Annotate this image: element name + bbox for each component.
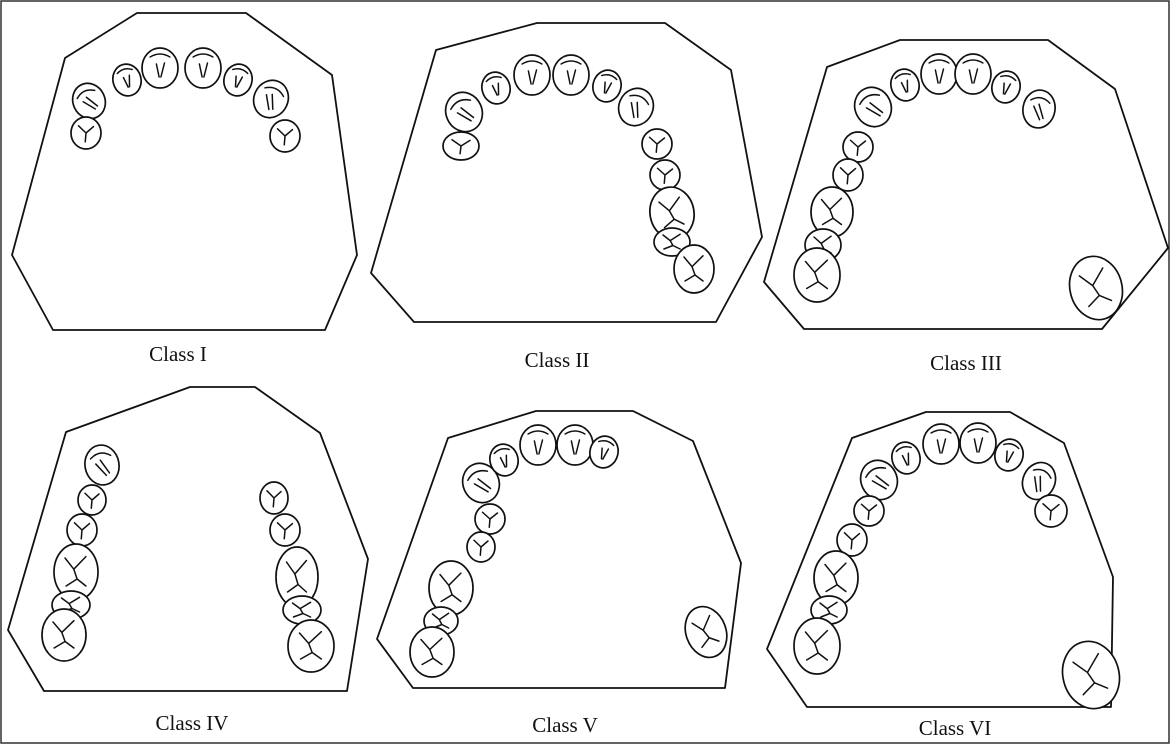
tooth-incisor bbox=[489, 443, 519, 477]
tooth-incisor bbox=[141, 47, 179, 89]
tooth-incisor bbox=[991, 70, 1021, 104]
tooth-incisor bbox=[556, 424, 594, 466]
tooth-molar bbox=[653, 227, 691, 257]
tooth-incisor bbox=[959, 422, 997, 464]
tooth-canine bbox=[617, 87, 655, 127]
tooth-incisor bbox=[891, 441, 921, 475]
tooth-incisor bbox=[519, 424, 557, 466]
tooth-canine bbox=[1021, 461, 1057, 501]
tooth-canine bbox=[1022, 89, 1056, 129]
caption-class-4: Class IV bbox=[155, 711, 229, 735]
tooth-molar bbox=[409, 626, 455, 678]
tooth-premolar bbox=[442, 131, 480, 161]
tooth-incisor bbox=[184, 47, 222, 89]
arch-outline bbox=[370, 22, 763, 323]
tooth-molar bbox=[41, 608, 87, 662]
arch-class-4 bbox=[7, 386, 369, 692]
tooth-premolar bbox=[474, 503, 506, 535]
caption-class-1: Class I bbox=[149, 342, 207, 366]
tooth-premolar bbox=[853, 495, 885, 527]
tooth-canine bbox=[853, 86, 893, 128]
tooth-premolar bbox=[77, 484, 107, 516]
tooth-incisor bbox=[552, 54, 590, 96]
arch-class-3 bbox=[763, 39, 1169, 330]
tooth-premolar bbox=[70, 116, 102, 150]
arch-outline bbox=[11, 12, 358, 331]
arch-outline bbox=[766, 411, 1114, 708]
tooth-premolar bbox=[259, 481, 289, 515]
tooth-premolar bbox=[649, 159, 681, 191]
tooth-premolar bbox=[66, 513, 98, 547]
tooth-molar bbox=[810, 595, 848, 625]
arch-outline bbox=[376, 410, 742, 689]
tooth-premolar bbox=[641, 128, 673, 160]
tooth-incisor bbox=[592, 69, 622, 103]
tooth-incisor bbox=[223, 63, 253, 97]
tooth-premolar bbox=[269, 513, 301, 547]
tooth-incisor bbox=[481, 71, 511, 105]
arch-outline bbox=[763, 39, 1169, 330]
tooth-premolar bbox=[832, 158, 864, 192]
caption-class-6: Class VI bbox=[918, 716, 992, 740]
tooth-canine bbox=[84, 444, 120, 486]
tooth-premolar bbox=[466, 531, 496, 563]
tooth-premolar bbox=[836, 523, 868, 557]
tooth-canine bbox=[461, 462, 501, 504]
arch-outline bbox=[7, 386, 369, 692]
tooth-incisor bbox=[920, 53, 958, 95]
tooth-incisor bbox=[589, 435, 619, 469]
tooth-canine bbox=[444, 91, 484, 133]
tooth-molar bbox=[684, 605, 728, 659]
tooth-incisor bbox=[994, 438, 1024, 472]
tooth-molar bbox=[287, 619, 335, 673]
tooth-canine bbox=[71, 82, 107, 120]
tooth-premolar bbox=[842, 131, 874, 163]
caption-class-3: Class III bbox=[930, 351, 1002, 375]
arch-class-1 bbox=[11, 12, 358, 331]
tooth-premolar bbox=[269, 119, 301, 153]
tooth-molar bbox=[793, 247, 841, 303]
tooth-molar bbox=[673, 244, 715, 294]
tooth-incisor bbox=[890, 68, 920, 102]
tooth-incisor bbox=[112, 63, 142, 97]
tooth-canine bbox=[252, 79, 290, 119]
tooth-molar bbox=[1061, 640, 1121, 710]
tooth-incisor bbox=[922, 423, 960, 465]
tooth-premolar bbox=[1034, 494, 1068, 528]
arch-class-2 bbox=[370, 22, 763, 323]
arch-class-6 bbox=[766, 411, 1121, 710]
tooth-molar bbox=[1068, 255, 1124, 321]
tooth-canine bbox=[859, 459, 899, 501]
arch-class-5 bbox=[376, 410, 742, 689]
caption-class-2: Class II bbox=[524, 348, 590, 372]
tooth-incisor bbox=[954, 53, 992, 95]
tooth-molar bbox=[793, 617, 841, 675]
caption-class-5: Class V bbox=[532, 713, 598, 737]
tooth-incisor bbox=[513, 54, 551, 96]
